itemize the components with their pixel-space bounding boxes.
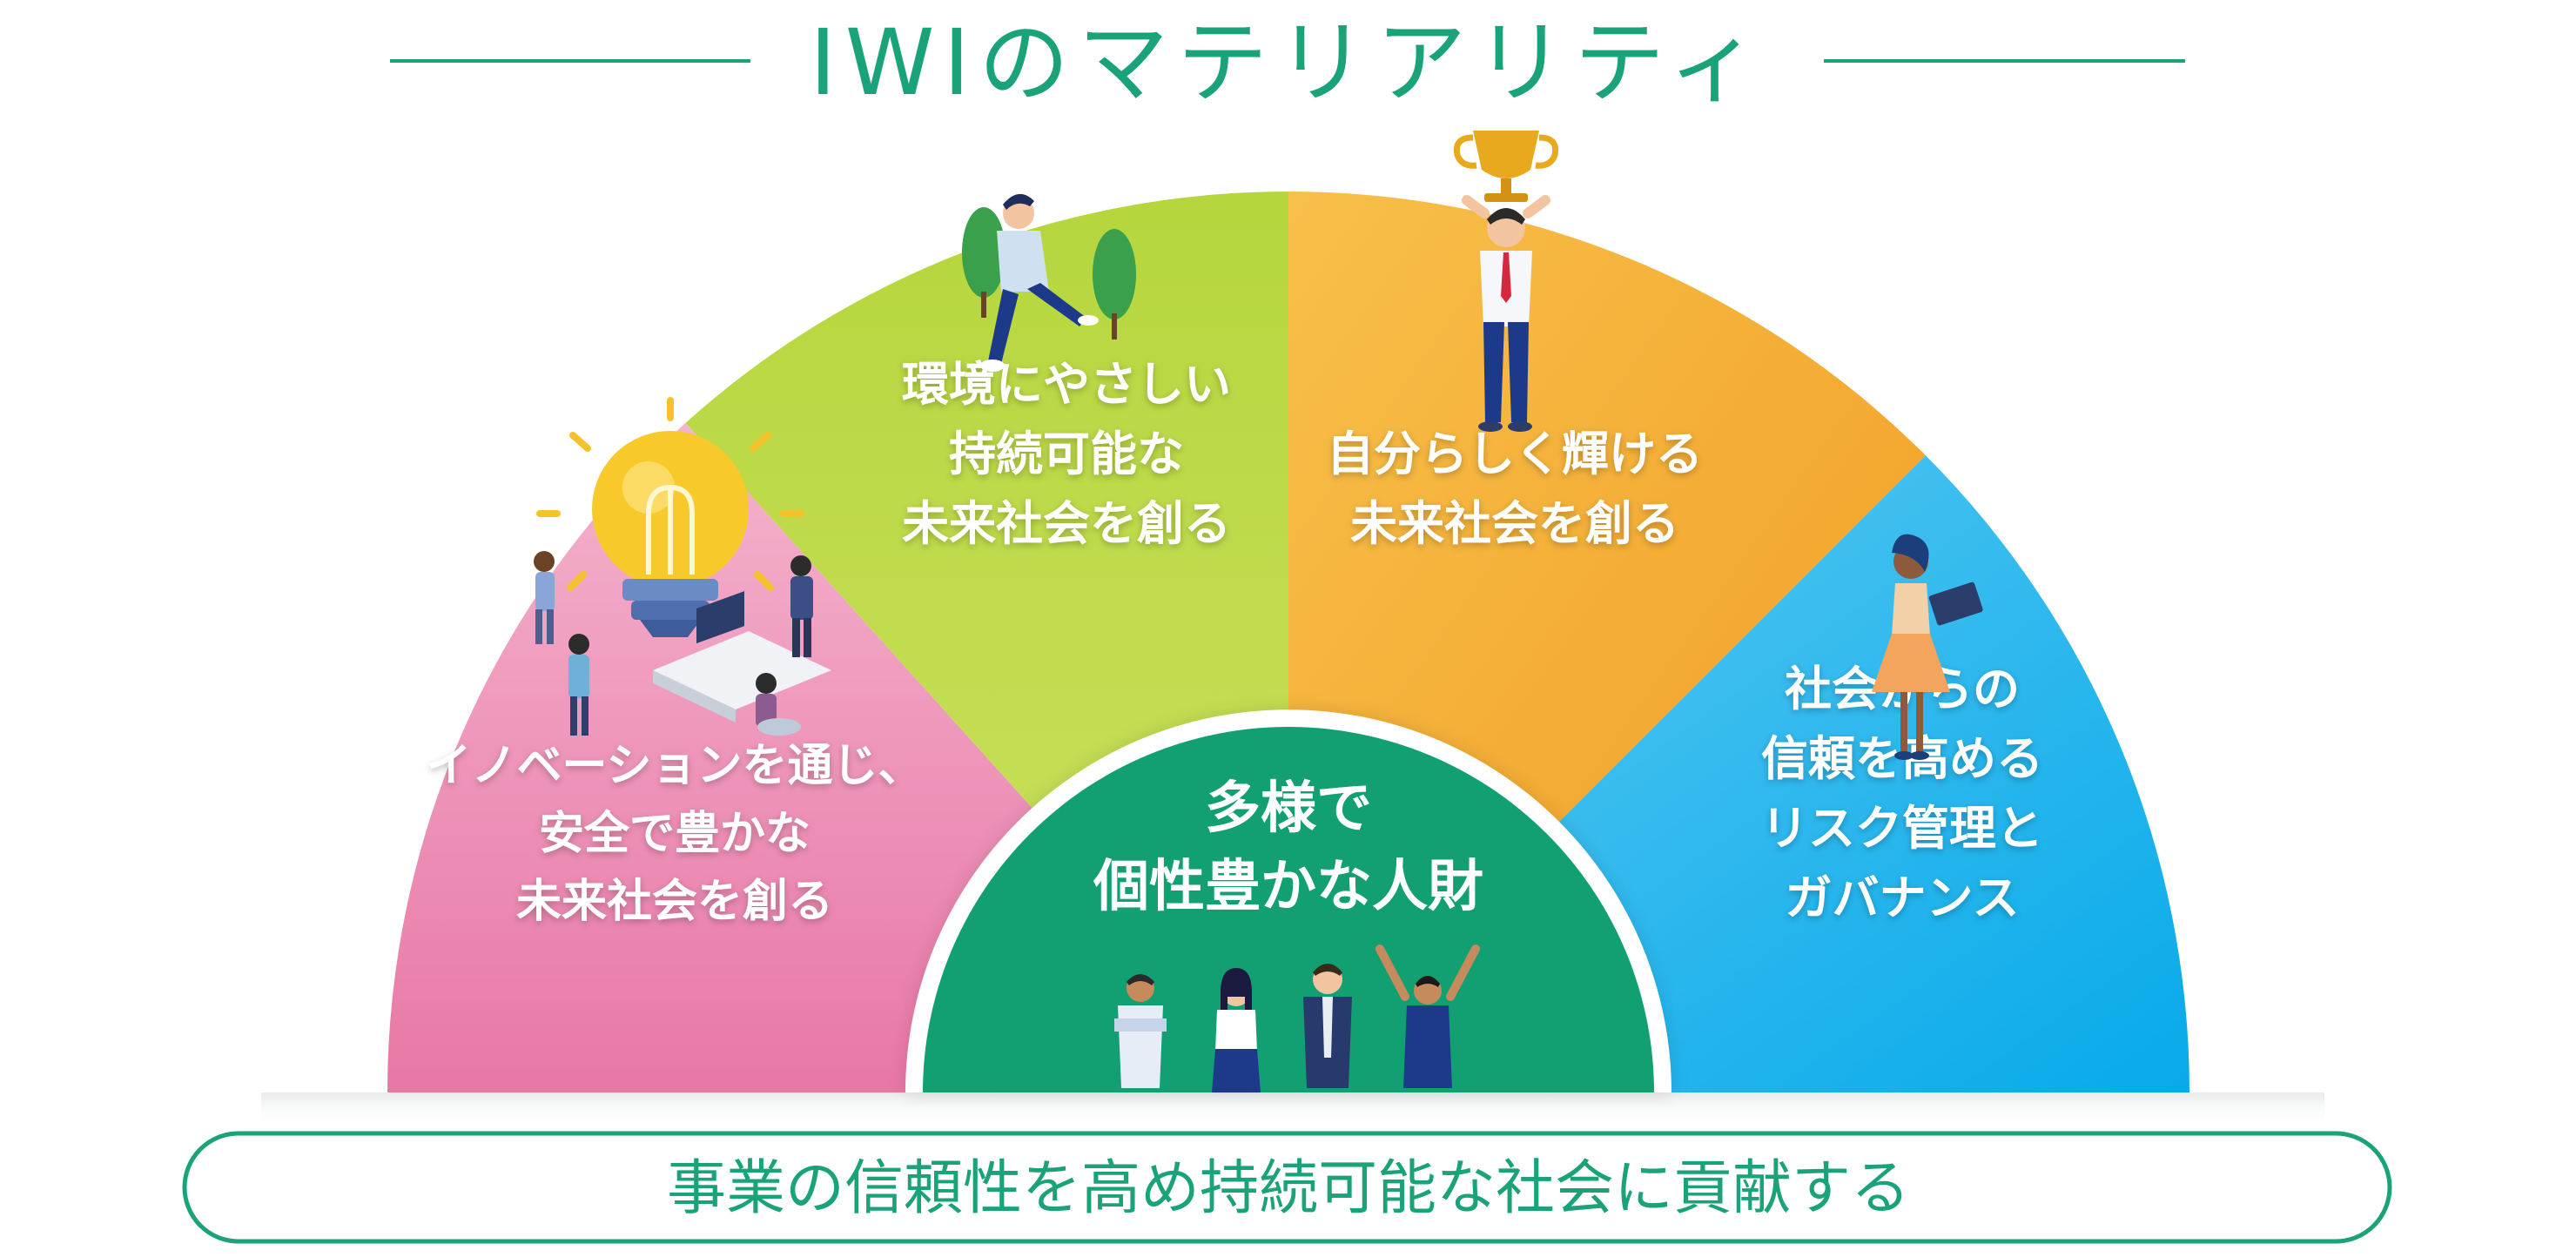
floor-shadow (261, 1092, 2324, 1127)
segment-innovation-line-2: 安全で豊かな (539, 808, 810, 860)
segment-innovation-line-1: イノベーションを通じ、 (427, 740, 924, 792)
footer-banner: 事業の信頼性を高め持続可能な社会に貢献する (182, 1131, 2392, 1244)
center-half-circle (923, 727, 1654, 1092)
segment-shine-line-2: 未来社会を創る (1350, 496, 1679, 551)
segment-environment-line-2: 持続可能な (949, 427, 1184, 481)
running-man-trees-icon (962, 193, 1136, 372)
center-block: 多様で個性豊かな人財 (905, 709, 1671, 1092)
footer-pill (182, 1131, 2392, 1244)
segment-innovation-label: イノベーションを通じ、安全で豊かな未来社会を創る (427, 740, 924, 928)
segment-shine-line-1: 自分らしく輝ける (1327, 427, 1703, 481)
title-block: IWIのマテリアリティ (390, 10, 2185, 116)
segment-innovation-line-3: 未来社会を創る (516, 876, 833, 928)
center-line-1: 多様で (1205, 776, 1372, 841)
footer-text: 事業の信頼性を高め持続可能な社会に貢献する (667, 1154, 1910, 1223)
center-label: 多様で個性豊かな人財 (1093, 776, 1483, 919)
center-line-2: 個性豊かな人財 (1093, 855, 1483, 919)
page-title: IWIのマテリアリティ (810, 10, 1767, 116)
center-label-text: 多様で個性豊かな人財 (1093, 776, 1483, 919)
lightbulb-team-icon (534, 397, 831, 736)
segment-governance-line-4: ガバナンス (1786, 870, 2020, 925)
segment-shine-label: 自分らしく輝ける未来社会を創る (1327, 427, 1703, 551)
segment-environment-label: 環境にやさしい持続可能な未来社会を創る (902, 357, 1231, 551)
woman-laptop-icon (1872, 534, 1983, 760)
diverse-people-icon (1114, 944, 1480, 1092)
segment-governance-line-3: リスク管理と (1761, 801, 2043, 856)
trophy-man-icon (1453, 131, 1559, 432)
segment-environment-line-3: 未来社会を創る (902, 496, 1231, 551)
segment-environment-line-1: 環境にやさしい (902, 357, 1231, 412)
